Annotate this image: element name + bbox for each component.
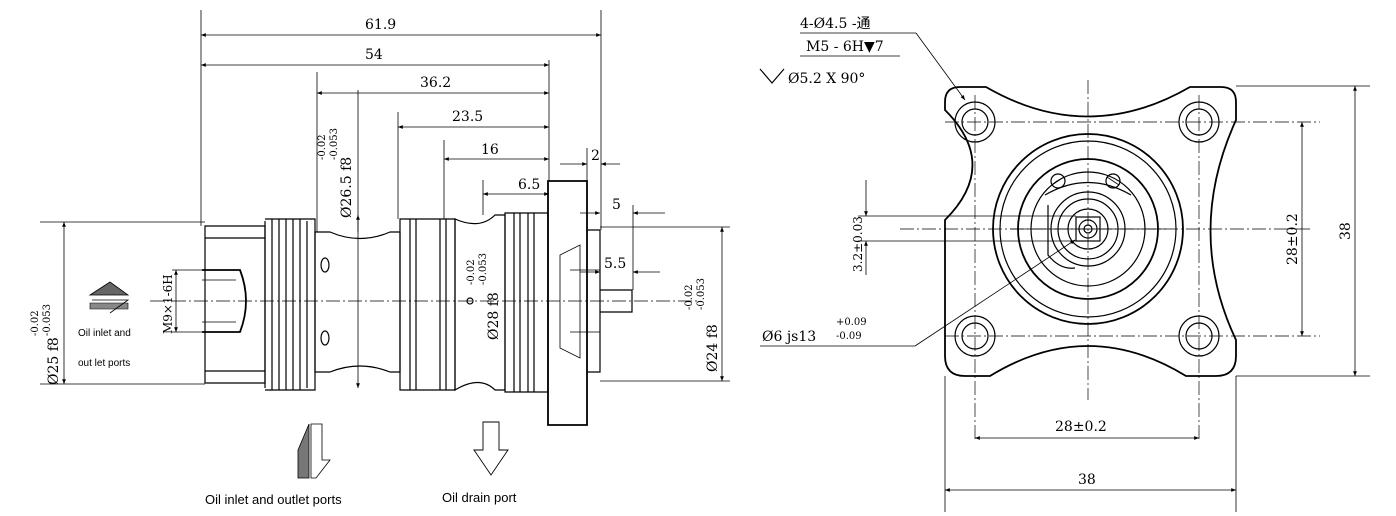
svg-text:-0.02: -0.02: [466, 259, 477, 285]
shaft-callout: Ø6 js13: [762, 329, 816, 345]
width-v-dim: 38: [1338, 222, 1354, 240]
pilot-circle: [992, 133, 1184, 325]
countersink-callout: Ø5.2 X 90°: [788, 71, 865, 87]
dim-2: 2: [591, 148, 600, 164]
dim-body: 54: [365, 47, 383, 63]
flange-outline: [944, 86, 1237, 377]
thread-port: [202, 269, 247, 333]
port-left-line2: out let ports: [78, 358, 130, 369]
holes-callout-line2: M5 - 6H▼7: [806, 39, 884, 55]
svg-text:-0.053: -0.053: [329, 128, 340, 160]
dim-23-5: 23.5: [452, 109, 483, 125]
drain-label: Oil drain port: [442, 490, 517, 505]
inlet-outlet-arrows-icon: [88, 281, 130, 314]
flange: [547, 180, 588, 426]
inlet-outlet-bottom-arrows-icon: [297, 423, 331, 479]
drain-arrow-icon: [473, 421, 509, 476]
front-view: 4-Ø4.5 -通 M5 - 6H▼7 Ø5.2 X 90° Ø6 js13 +…: [759, 16, 1370, 512]
port-left-line1: Oil inlet and: [78, 328, 131, 339]
dia-groove-label: Ø26.5 f8: [339, 157, 355, 218]
dim-16: 16: [481, 142, 499, 158]
shaft-tol-top: +0.09: [836, 317, 867, 328]
port-bottom-label: Oil inlet and outlet ports: [205, 492, 342, 507]
dia-right-label: Ø24 f8: [705, 324, 721, 372]
left-cap: [204, 225, 266, 384]
side-view: 61.9 54 36.2 23.5 16 6.5 2 5 5.5 Ø25 f8 …: [30, 10, 730, 507]
dim-5: 5: [612, 197, 621, 213]
countersink-symbol-icon: [759, 68, 785, 84]
dia-left-label: Ø25 f8: [46, 337, 62, 385]
pitch-v-dim: 28±0.2: [1285, 213, 1301, 265]
svg-text:-0.02: -0.02: [30, 310, 41, 336]
svg-text:-0.053: -0.053: [696, 278, 707, 310]
svg-text:-0.02: -0.02: [684, 284, 695, 310]
thread-label: M9×1-6H: [161, 274, 175, 334]
width-h-dim: 38: [1078, 472, 1096, 488]
dim-6-5: 6.5: [518, 177, 540, 193]
holes-callout-line1: 4-Ø4.5 -通: [800, 16, 871, 32]
svg-text:-0.02: -0.02: [317, 134, 328, 160]
svg-text:-0.053: -0.053: [478, 253, 489, 285]
mid-body: [399, 218, 456, 391]
dim-overall: 61.9: [365, 17, 396, 33]
svg-text:-0.053: -0.053: [42, 304, 53, 336]
dia-mid-label: Ø28 f8: [486, 292, 502, 340]
pitch-h-dim: 28±0.2: [1055, 419, 1107, 435]
dim-5-5: 5.5: [604, 256, 626, 272]
neck: [314, 231, 401, 373]
dim-36-2: 36.2: [420, 75, 451, 91]
flat-dim: 3.2±0.03: [851, 216, 865, 272]
shaft-tol-bot: -0.09: [836, 331, 862, 342]
